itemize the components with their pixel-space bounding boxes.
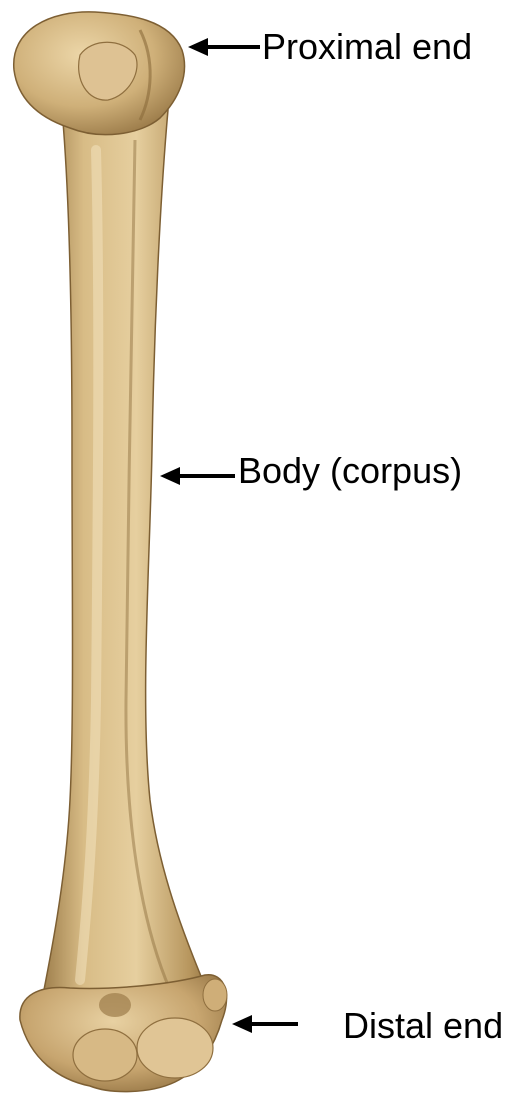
proximal-end-label: Proximal end <box>262 27 472 67</box>
distal-arrow <box>232 1015 298 1033</box>
humerus-bone <box>14 12 227 1092</box>
distal-end-label: Distal end <box>343 1006 503 1046</box>
body-label: Body (corpus) <box>238 451 462 491</box>
trochlea <box>137 1018 213 1078</box>
medial-epicondyle <box>203 979 227 1011</box>
capitulum <box>73 1029 137 1081</box>
body-arrow <box>160 467 235 485</box>
fossa <box>99 993 131 1017</box>
proximal-arrow <box>188 38 260 56</box>
